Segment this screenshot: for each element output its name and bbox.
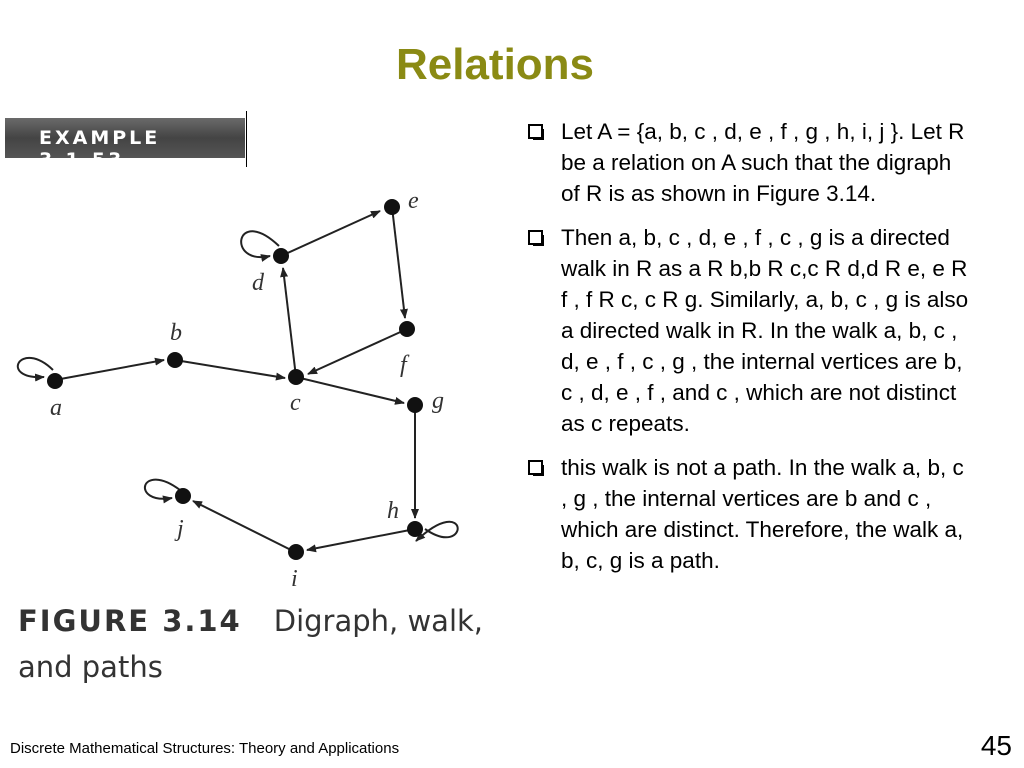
vertex-label-b: b	[170, 320, 182, 346]
vertex-i	[288, 544, 304, 560]
figure-caption-text: Digraph, walk, and paths	[18, 604, 484, 684]
vertex-label-g: g	[432, 388, 444, 414]
edge-h-i	[306, 528, 416, 553]
vertex-c	[288, 369, 304, 385]
loop-d	[240, 230, 280, 262]
checkbox-bullet-icon	[528, 460, 544, 476]
loop-h	[415, 520, 459, 542]
bullet-text: this walk is not a path. In the walk a, …	[561, 455, 964, 573]
vertex-h	[407, 521, 423, 537]
figure-number: FIGURE 3.14	[18, 604, 242, 638]
vertex-label-i: i	[291, 566, 298, 592]
vertex-label-h: h	[387, 498, 399, 524]
vertex-e	[384, 199, 400, 215]
edge-b-c	[174, 359, 286, 381]
vertex-d	[273, 248, 289, 264]
slide-title: Relations	[395, 40, 595, 89]
vertex-label-a: a	[50, 395, 62, 421]
bullet-text: Let A = {a, b, c , d, e , f , g , h, i, …	[561, 119, 965, 206]
example-divider	[246, 111, 247, 167]
vertex-g	[407, 397, 423, 413]
edge-c-d	[280, 267, 297, 378]
edge-d-e	[280, 210, 381, 257]
edge-c-g	[295, 376, 405, 405]
footer-text: Discrete Mathematical Structures: Theory…	[10, 740, 400, 757]
digraph-figure: a b c d e f g h i j	[16, 188, 459, 592]
vertex-label-f: f	[400, 352, 410, 378]
edge-e-f	[391, 206, 408, 319]
vertex-label-e: e	[408, 188, 419, 214]
bullet-item: Then a, b, c , d, e , f , c , g is a dir…	[526, 222, 976, 439]
vertex-label-c: c	[290, 390, 301, 416]
bullet-text: Then a, b, c , d, e , f , c , g is a dir…	[561, 225, 969, 436]
vertex-label-d: d	[252, 270, 265, 296]
vertex-label-j: j	[174, 516, 184, 542]
bullet-list: Let A = {a, b, c , d, e , f , g , h, i, …	[526, 116, 976, 589]
example-banner: EXAMPLE 3.1.53	[5, 118, 245, 171]
edge-a-b	[54, 357, 165, 381]
bullet-item: this walk is not a path. In the walk a, …	[526, 452, 976, 576]
vertex-b	[167, 352, 183, 368]
vertex-j	[175, 488, 191, 504]
edge-f-c	[307, 328, 408, 375]
loop-j	[143, 478, 181, 504]
bullet-item: Let A = {a, b, c , d, e , f , g , h, i, …	[526, 116, 976, 209]
checkbox-bullet-icon	[528, 230, 544, 246]
loop-a	[16, 357, 54, 382]
example-label: EXAMPLE 3.1.53	[39, 127, 161, 171]
vertex-a	[47, 373, 63, 389]
edge-i-j	[192, 500, 296, 553]
checkbox-bullet-icon	[528, 124, 544, 140]
page-number: 45	[980, 730, 1012, 761]
vertex-f	[399, 321, 415, 337]
